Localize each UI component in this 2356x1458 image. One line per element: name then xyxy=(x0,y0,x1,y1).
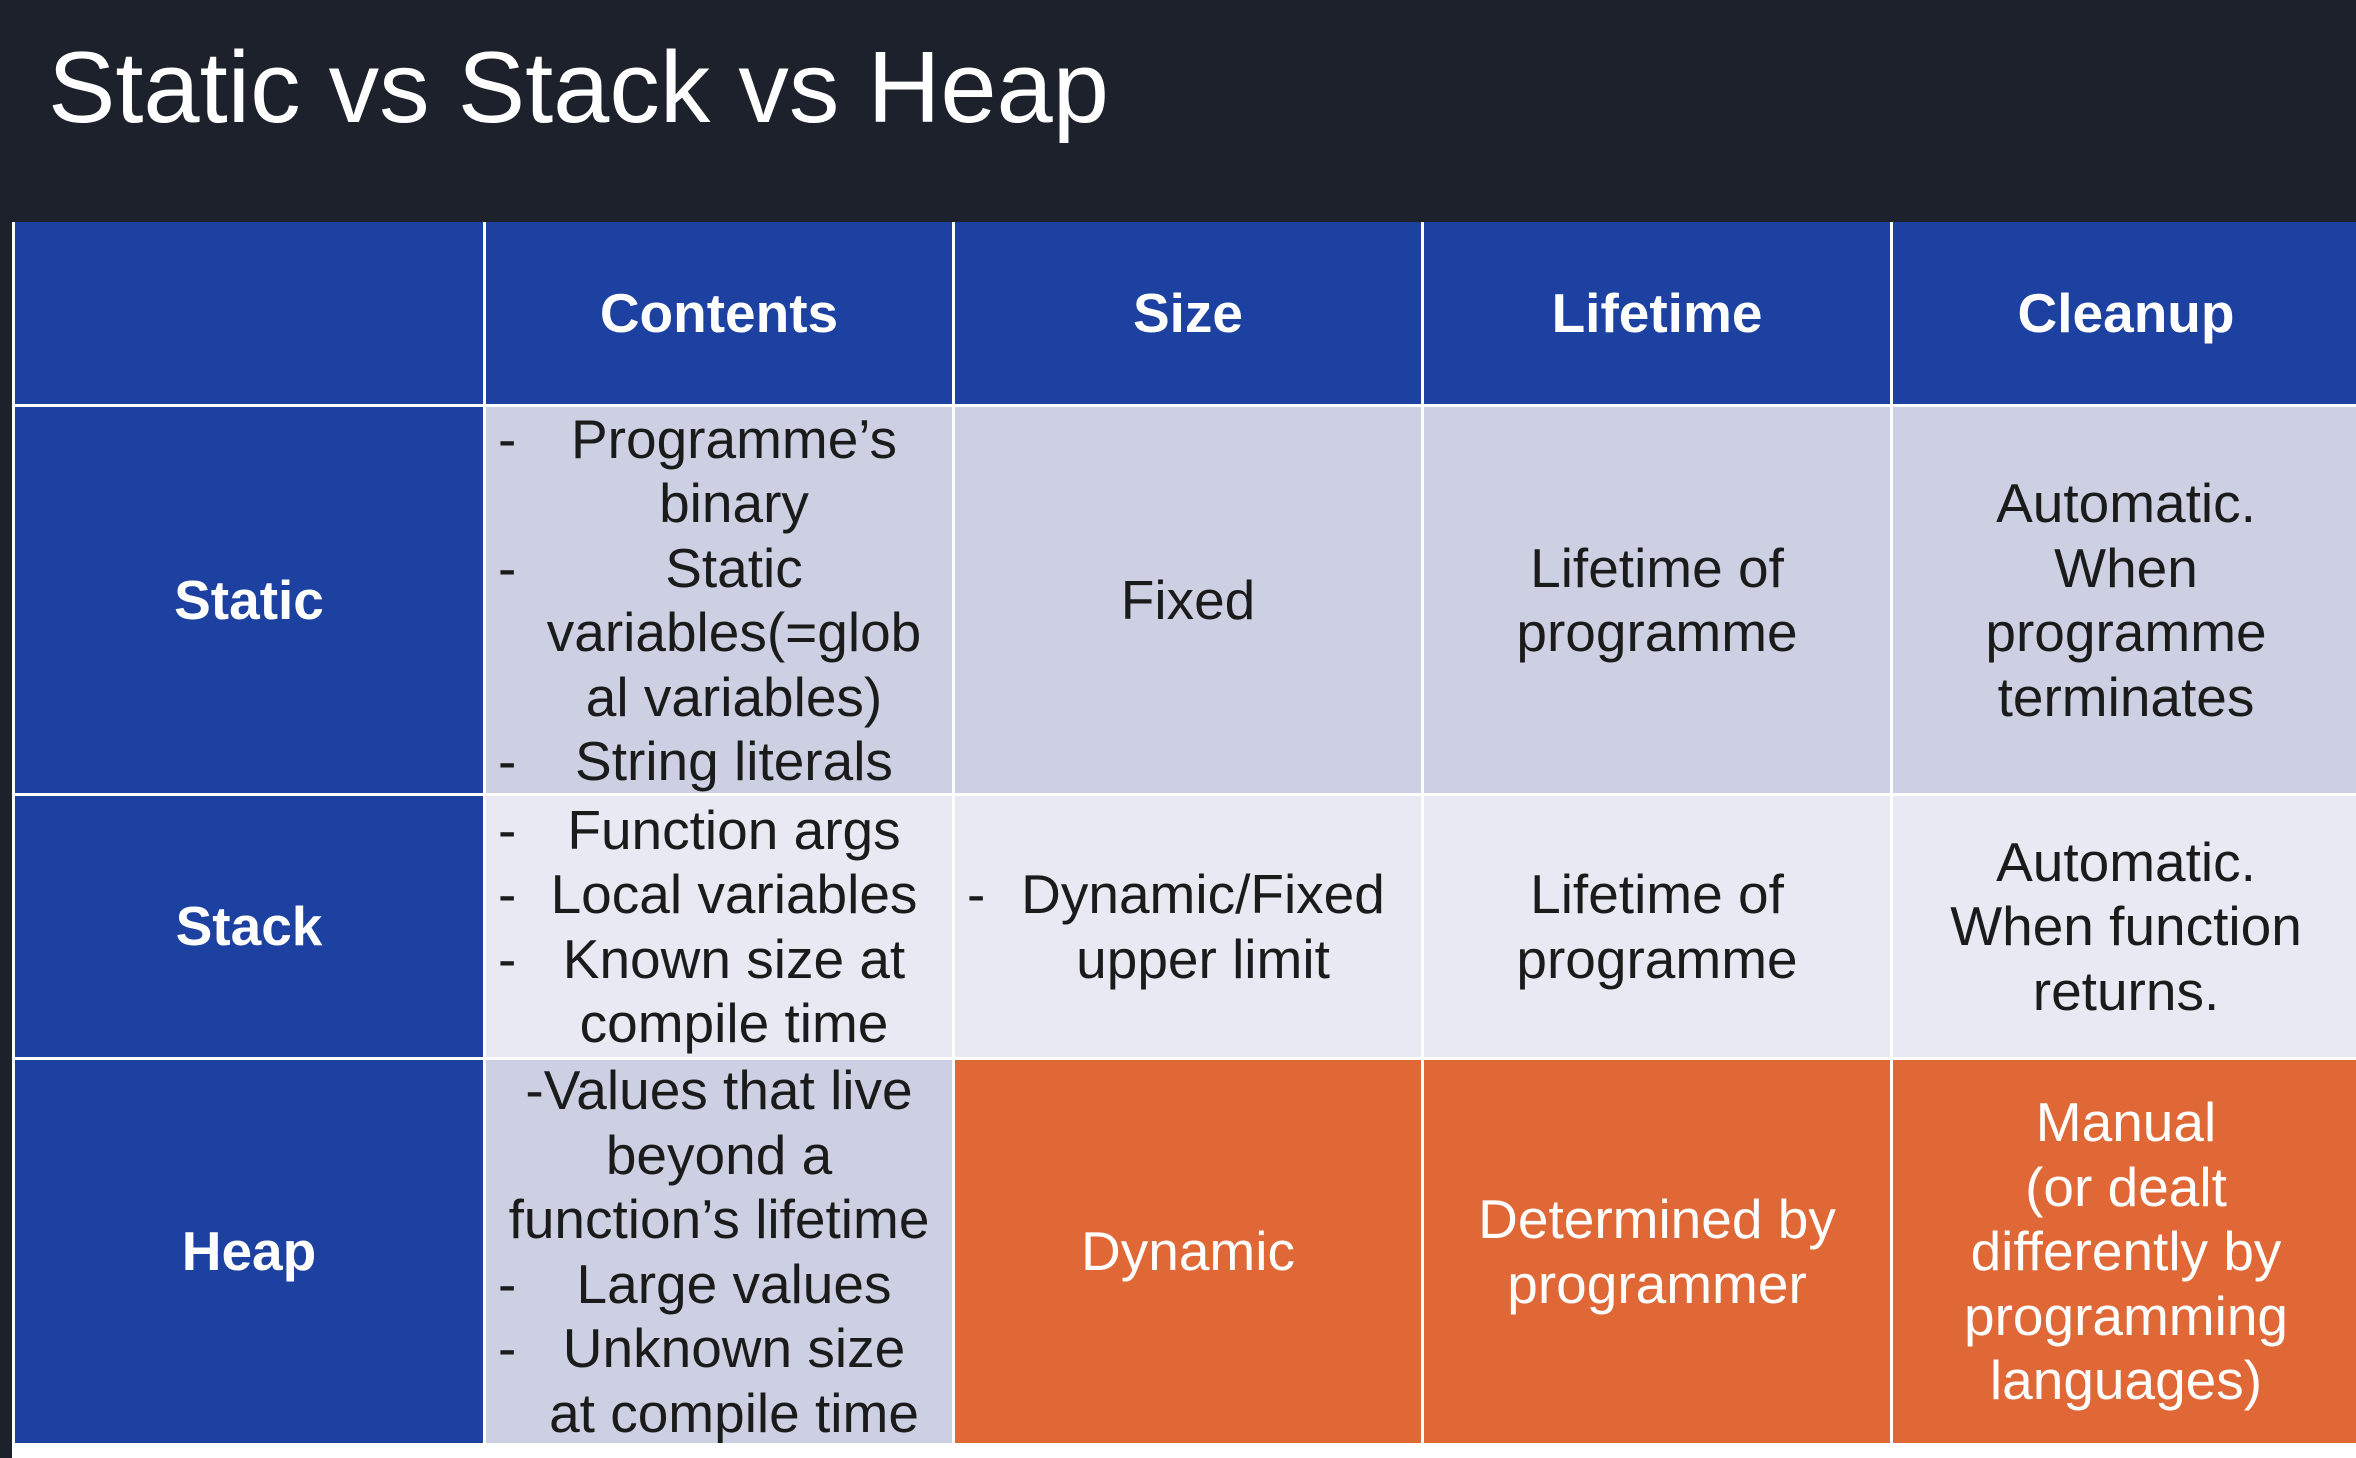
stack-contents-item: - Function args xyxy=(498,798,901,861)
static-cleanup: Automatic. When programme terminates xyxy=(1893,407,2356,793)
stack-cleanup: Automatic. When function returns. xyxy=(1893,796,2356,1057)
header-corner xyxy=(15,222,483,404)
header-cleanup: Cleanup xyxy=(1893,222,2356,404)
stack-contents: - Function args - Local variables - Know… xyxy=(486,796,952,1057)
slide-title: Static vs Stack vs Heap xyxy=(48,32,1109,144)
static-contents-item: - Programme’s binary xyxy=(498,407,898,535)
header-lifetime: Lifetime xyxy=(1424,222,1890,404)
static-lifetime: Lifetime of programme xyxy=(1424,407,1890,793)
heap-lifetime: Determined by programmer xyxy=(1424,1060,1890,1443)
row-label-static: Static xyxy=(15,407,483,793)
static-contents-item: - String literals xyxy=(498,730,893,792)
header-contents: Contents xyxy=(486,222,952,404)
heap-contents-intro: -Values that live beyond a function’s li… xyxy=(508,1060,930,1250)
row-label-stack: Stack xyxy=(15,796,483,1057)
comparison-table: Contents Size Lifetime Cleanup Static - … xyxy=(12,222,2356,1458)
static-contents-item: - Static variables(=glob al variables) xyxy=(498,536,922,728)
heap-size: Dynamic xyxy=(955,1060,1421,1443)
heap-contents: -Values that live beyond a function’s li… xyxy=(486,1060,952,1443)
static-contents: - Programme’s binary - Static variables(… xyxy=(486,407,952,793)
static-size: Fixed xyxy=(955,407,1421,793)
stack-size-item: - Dynamic/Fixed upper limit xyxy=(967,863,1385,990)
row-label-heap: Heap xyxy=(15,1060,483,1443)
header-size: Size xyxy=(955,222,1421,404)
stack-contents-item: - Local variables xyxy=(498,863,918,925)
heap-contents-item: - Large values xyxy=(498,1252,892,1315)
stack-size: - Dynamic/Fixed upper limit xyxy=(955,796,1421,1057)
stack-lifetime: Lifetime of programme xyxy=(1424,796,1890,1057)
heap-contents-item: - Unknown size at compile time xyxy=(498,1317,919,1443)
stack-contents-item: - Known size at compile time xyxy=(498,927,906,1055)
heap-cleanup: Manual (or dealt differently by programm… xyxy=(1893,1060,2356,1443)
